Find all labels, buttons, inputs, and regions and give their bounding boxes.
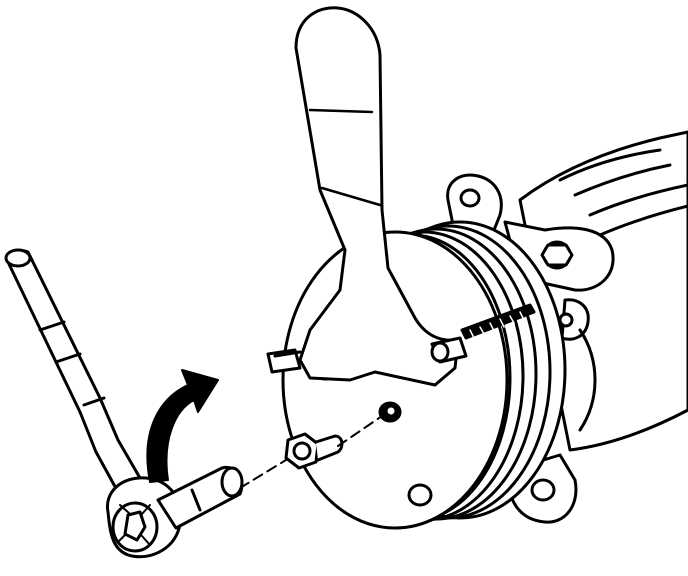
alignment-line [239, 459, 287, 489]
rotation-arrow [146, 369, 219, 483]
holding-tool [266, 6, 468, 387]
alignment-line-2 [337, 413, 386, 447]
socket-wrench [4, 248, 244, 559]
bolt [284, 432, 344, 470]
clutch-plate [281, 230, 509, 530]
threaded-rod [460, 303, 536, 340]
